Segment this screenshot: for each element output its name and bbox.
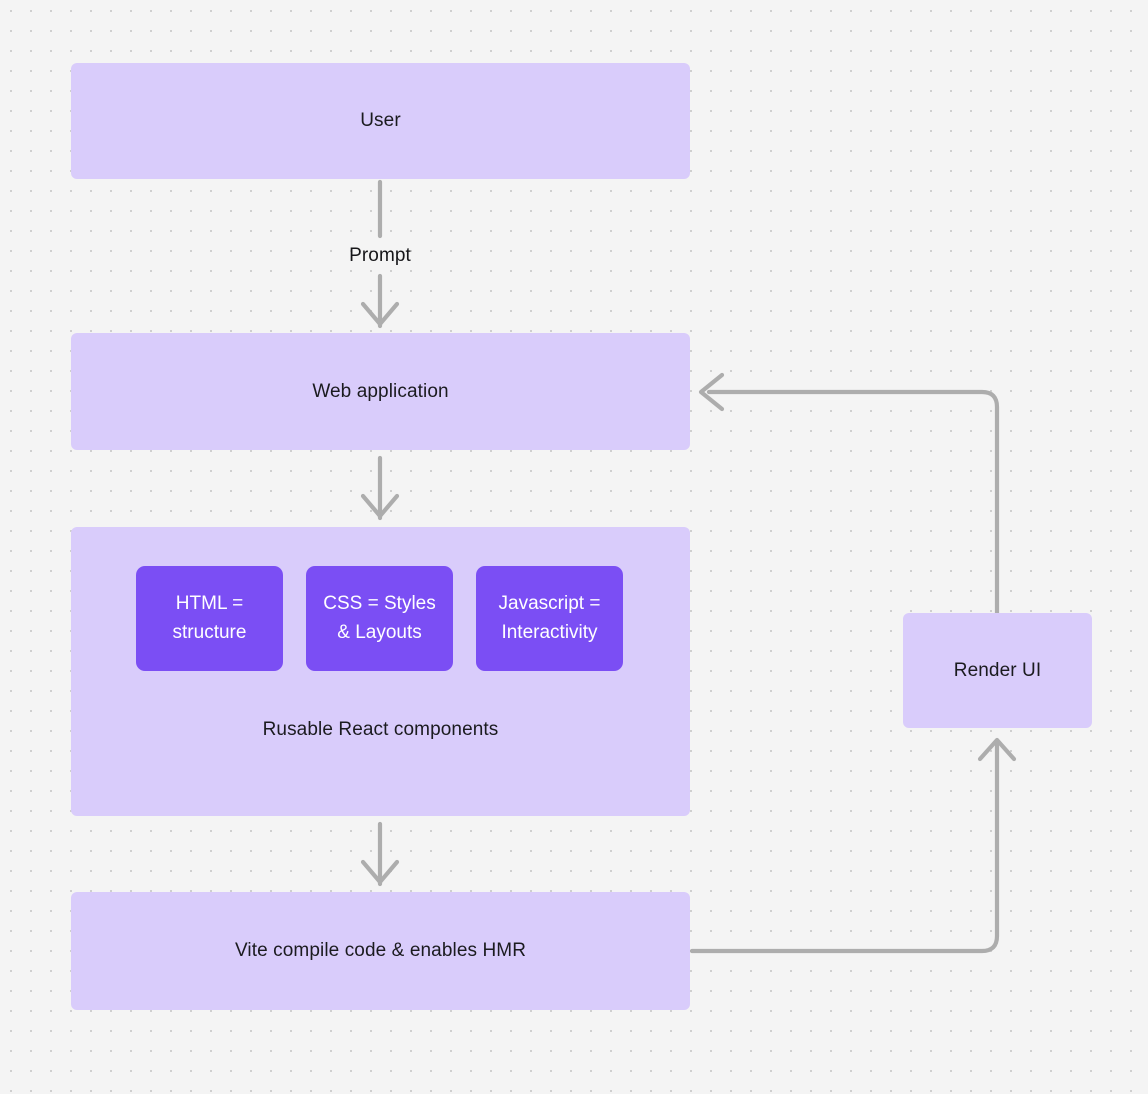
arrowhead-render-to-web [698, 372, 725, 412]
node-web-application[interactable]: Web application [71, 333, 690, 450]
chip-css[interactable]: CSS = Styles & Layouts [306, 566, 453, 671]
node-user[interactable]: User [71, 63, 690, 179]
node-vite-label: Vite compile code & enables HMR [234, 940, 527, 962]
chip-javascript-line2: Interactivity [501, 621, 598, 643]
chip-html-line2: structure [172, 621, 247, 643]
node-web-application-label: Web application [312, 380, 449, 402]
chip-css-line2: & Layouts [337, 621, 422, 643]
node-render-ui[interactable]: Render UI [903, 613, 1092, 728]
node-vite[interactable]: Vite compile code & enables HMR [71, 892, 690, 1010]
node-user-label: User [360, 110, 401, 132]
chip-css-line1: CSS = Styles [323, 593, 436, 614]
edge-label-prompt[interactable]: Prompt [349, 245, 411, 266]
chip-javascript[interactable]: Javascript = Interactivity [476, 566, 623, 671]
edge-vite-to-render [689, 739, 1000, 954]
arrowhead-prompt-to-web [360, 301, 400, 327]
node-components-group-caption: Rusable React components [262, 719, 499, 740]
edge-render-to-web [706, 389, 1000, 616]
arrowhead-vite-to-render [977, 737, 1017, 762]
arrowhead-components-to-vite [360, 859, 400, 885]
node-components-group[interactable]: HTML = structure CSS = Styles & Layouts … [71, 527, 690, 816]
chip-html-line1: HTML = [175, 593, 244, 614]
chip-javascript-line1: Javascript = [498, 593, 601, 614]
arrowhead-web-to-components [360, 493, 400, 519]
chip-html[interactable]: HTML = structure [136, 566, 283, 671]
node-render-ui-label: Render UI [953, 659, 1042, 681]
